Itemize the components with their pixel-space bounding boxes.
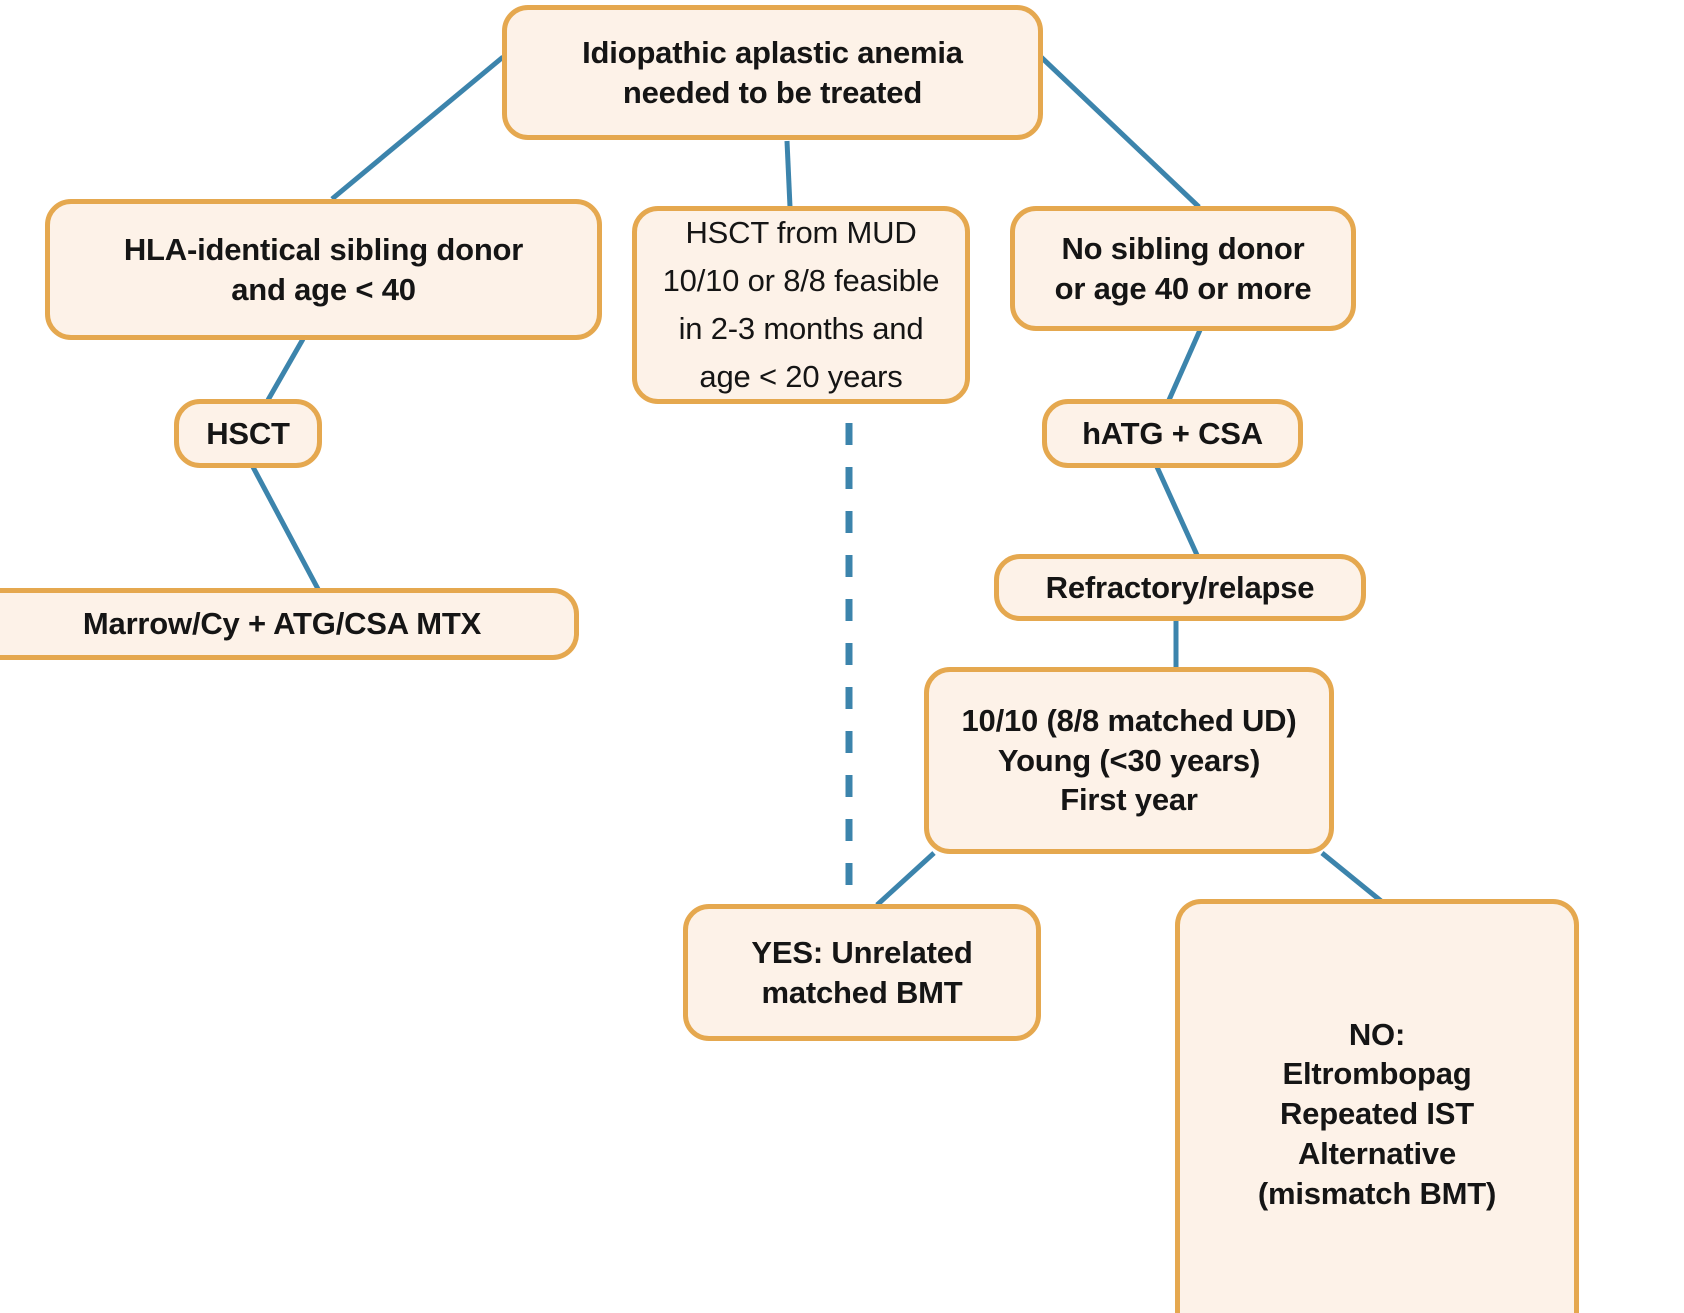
node-label-no-eltrombopag: NO: Eltrombopag Repeated IST Alternative… xyxy=(1257,1016,1497,1211)
node-no-sibling[interactable]: No sibling donor or age 40 or more xyxy=(1010,206,1356,331)
connector-hsct-to-marrow xyxy=(250,465,321,591)
node-refractory[interactable]: Refractory/relapse xyxy=(994,554,1366,621)
node-label-hatg-csa: hATG + CSA xyxy=(1082,415,1263,451)
node-hatg-csa[interactable]: hATG + CSA xyxy=(1042,399,1303,468)
node-yes-unrelated[interactable]: YES: Unrelated matched BMT xyxy=(683,904,1041,1041)
node-label-yes-unrelated: YES: Unrelated matched BMT xyxy=(751,934,973,1010)
connector-nosibling-to-hatg xyxy=(1166,328,1203,402)
node-matched-ud[interactable]: 10/10 (8/8 matched UD) Young (<30 years)… xyxy=(924,667,1334,854)
node-no-eltrombopag[interactable]: NO: Eltrombopag Repeated IST Alternative… xyxy=(1175,899,1579,1313)
node-hsct-mud[interactable]: HSCT from MUD 10/10 or 8/8 feasible in 2… xyxy=(632,206,970,404)
node-label-hsct-mud: HSCT from MUD 10/10 or 8/8 feasible in 2… xyxy=(662,214,940,395)
connector-root-to-hla xyxy=(330,55,505,201)
node-label-no-sibling: No sibling donor or age 40 or more xyxy=(1054,230,1312,306)
node-label-refractory: Refractory/relapse xyxy=(1045,569,1315,605)
node-label-hla-sibling: HLA-identical sibling donor and age < 40 xyxy=(123,231,524,307)
connector-matchedud-to-yes xyxy=(875,851,936,907)
node-label-matched-ud: 10/10 (8/8 matched UD) Young (<30 years)… xyxy=(961,702,1297,818)
connector-root-to-nosibling xyxy=(1039,55,1201,209)
connector-hla-to-hsct xyxy=(265,337,306,402)
connector-hatg-to-refractory xyxy=(1154,465,1200,557)
node-label-hsct: HSCT xyxy=(206,415,290,451)
connector-root-to-mud xyxy=(784,140,793,208)
node-hla-sibling[interactable]: HLA-identical sibling donor and age < 40 xyxy=(45,199,602,340)
node-label-marrow-cy: Marrow/Cy + ATG/CSA MTX xyxy=(82,606,482,642)
connector-matchedud-to-no xyxy=(1320,851,1388,907)
node-label-root: Idiopathic aplastic anemia needed to be … xyxy=(582,34,963,110)
node-hsct[interactable]: HSCT xyxy=(174,399,322,468)
node-root[interactable]: Idiopathic aplastic anemia needed to be … xyxy=(502,5,1043,140)
node-marrow-cy[interactable]: Marrow/Cy + ATG/CSA MTX xyxy=(0,588,579,660)
